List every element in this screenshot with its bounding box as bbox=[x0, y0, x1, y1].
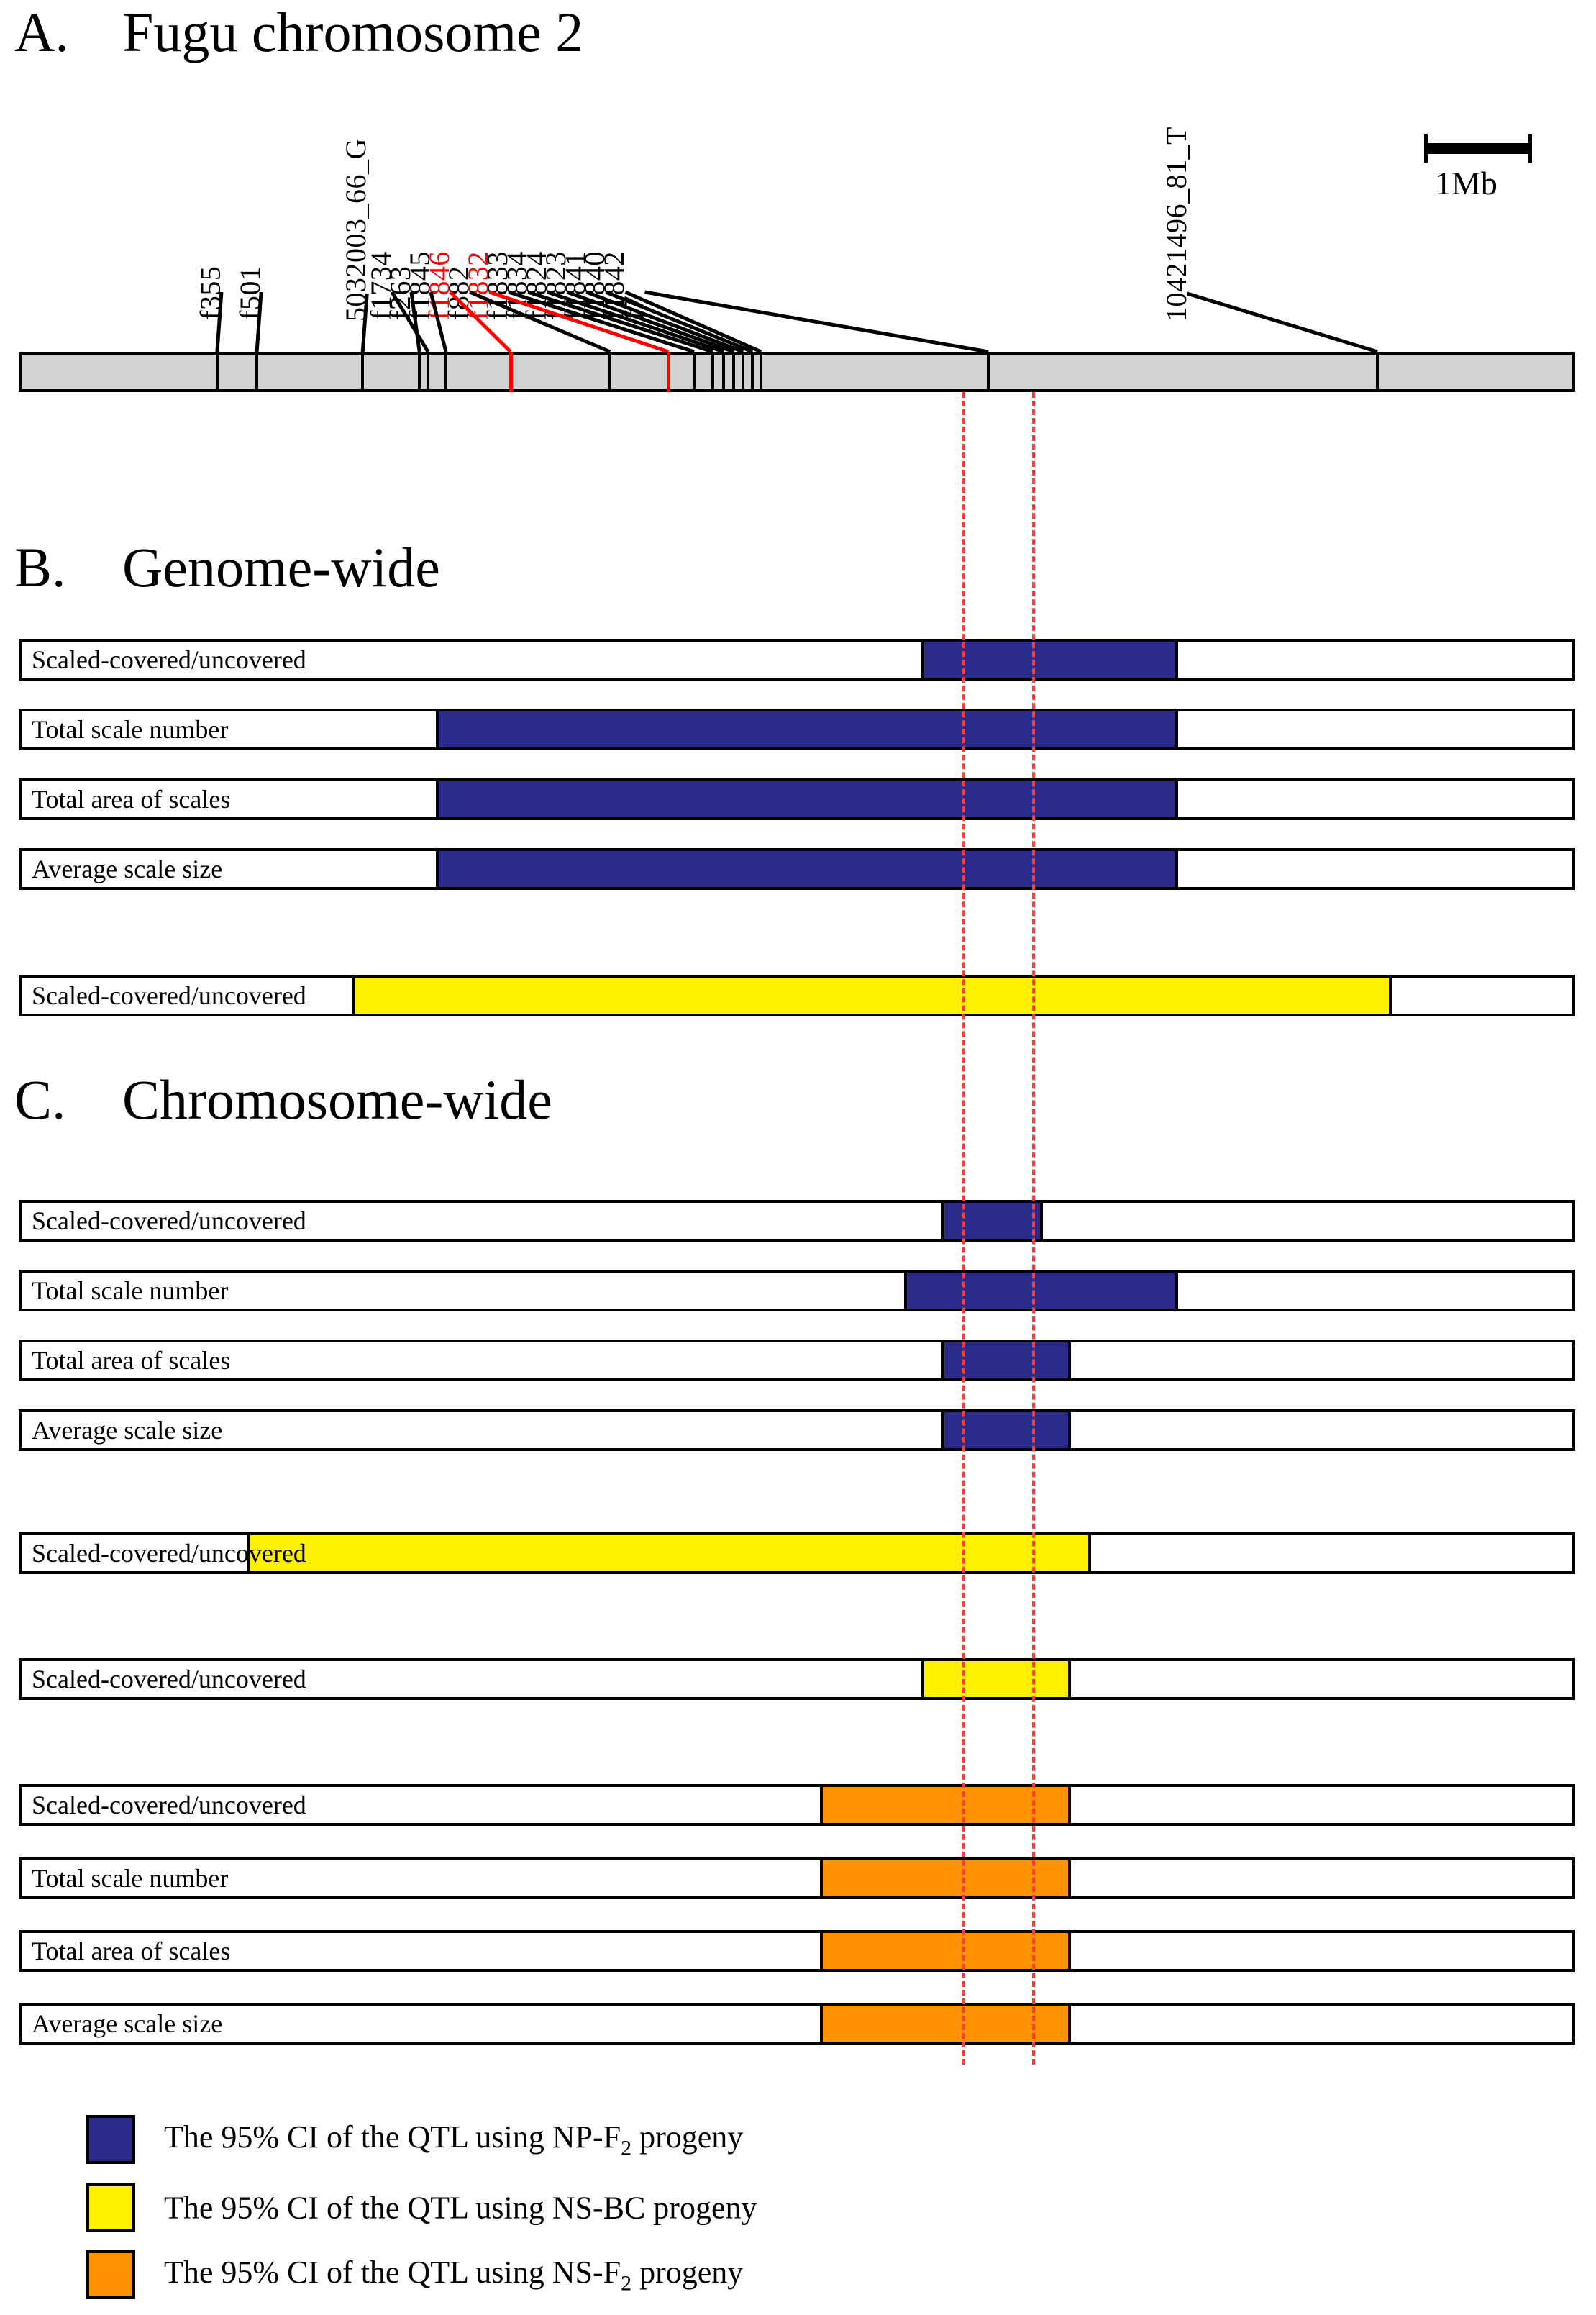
chromosome-tick bbox=[444, 352, 448, 392]
qtl-row-label: Total scale number bbox=[32, 715, 229, 744]
qtl-row-label: Total area of scales bbox=[32, 1346, 231, 1375]
panel-b-heading: B.Genome-wide bbox=[14, 540, 440, 596]
qtl-row: Total scale number bbox=[19, 1857, 1575, 1899]
panel-a-heading: A. Fugu chromosome 2 bbox=[14, 4, 583, 60]
chromosome-tick bbox=[760, 352, 763, 392]
qtl-row: Scaled-covered/uncovered bbox=[19, 1784, 1575, 1826]
qtl-row-label: Scaled-covered/uncovered bbox=[32, 645, 306, 674]
qtl-ci-bar-blue bbox=[921, 639, 1179, 681]
qtl-row: Scaled-covered/uncovered bbox=[19, 639, 1575, 681]
chromosome-tick bbox=[722, 352, 726, 392]
chromosome-tick bbox=[732, 352, 736, 392]
panel-a-title: Fugu chromosome 2 bbox=[122, 1, 584, 63]
qtl-row-label: Total scale number bbox=[32, 1864, 229, 1893]
scale-bar-icon bbox=[1424, 134, 1532, 163]
panel-c-heading: C.Chromosome-wide bbox=[14, 1072, 552, 1128]
legend-label: The 95% CI of the QTL using NS-BC progen… bbox=[164, 2190, 757, 2226]
qtl-ci-bar-blue bbox=[435, 709, 1179, 750]
qtl-row: Average scale size bbox=[19, 1409, 1575, 1451]
panel-c-title: Chromosome-wide bbox=[122, 1068, 552, 1131]
qtl-row-label: Scaled-covered/uncovered bbox=[32, 1791, 306, 1819]
chromosome-tick bbox=[742, 352, 745, 392]
qtl-row: Total scale number bbox=[19, 709, 1575, 750]
qtl-ci-bar-blue bbox=[904, 1270, 1179, 1311]
qtl-row: Scaled-covered/uncovered bbox=[19, 1658, 1575, 1700]
qtl-row-label: Average scale size bbox=[32, 855, 223, 883]
qtl-row: Total area of scales bbox=[19, 1340, 1575, 1381]
legend-swatch-yellow bbox=[86, 2183, 135, 2232]
chromosome-tick bbox=[509, 352, 513, 392]
chromosome-body bbox=[19, 352, 1575, 392]
qtl-row-label: Scaled-covered/uncovered bbox=[32, 1665, 306, 1693]
qtl-row-label: Average scale size bbox=[32, 1416, 223, 1445]
qtl-ci-bar-orange bbox=[820, 1930, 1071, 1972]
guide-line-right bbox=[1031, 392, 1035, 2065]
qtl-row: Total scale number bbox=[19, 1270, 1575, 1311]
marker-label-f7: f7 bbox=[617, 295, 650, 320]
legend-label: The 95% CI of the QTL using NS-F2 progen… bbox=[164, 2254, 744, 2296]
legend-label: The 95% CI of the QTL using NP-F2 progen… bbox=[164, 2119, 744, 2160]
guide-line-left bbox=[962, 392, 965, 2065]
qtl-ci-bar-orange bbox=[820, 2003, 1071, 2045]
chromosome-ideogram bbox=[19, 352, 1575, 392]
qtl-ci-bar-blue bbox=[435, 848, 1179, 890]
chromosome-tick bbox=[1376, 352, 1380, 392]
qtl-row: Average scale size bbox=[19, 2003, 1575, 2045]
qtl-row: Average scale size bbox=[19, 848, 1575, 890]
panel-a-letter: A. bbox=[14, 1, 69, 63]
chromosome-tick bbox=[427, 352, 430, 392]
qtl-row-label: Scaled-covered/uncovered bbox=[32, 981, 306, 1010]
qtl-row-label: Scaled-covered/uncovered bbox=[32, 1206, 306, 1235]
qtl-row: Scaled-covered/uncovered bbox=[19, 1200, 1575, 1242]
scale-bar-label: 1Mb bbox=[1435, 165, 1497, 201]
legend-swatch-blue bbox=[86, 2115, 135, 2164]
qtl-ci-bar-blue bbox=[941, 1409, 1071, 1451]
qtl-ci-bar-blue bbox=[941, 1200, 1043, 1242]
chromosome-tick bbox=[667, 352, 671, 392]
qtl-row: Scaled-covered/uncovered bbox=[19, 1532, 1575, 1574]
chromosome-tick bbox=[255, 352, 259, 392]
chromosome-tick bbox=[418, 352, 421, 392]
chromosome-tick bbox=[361, 352, 365, 392]
qtl-row: Total area of scales bbox=[19, 778, 1575, 820]
qtl-row-label: Total area of scales bbox=[32, 1937, 231, 1965]
panel-b-title: Genome-wide bbox=[122, 536, 440, 599]
qtl-ci-bar-yellow bbox=[247, 1532, 1091, 1574]
chromosome-tick bbox=[987, 352, 990, 392]
chromosome-tick bbox=[751, 352, 754, 392]
panel-c-letter: C. bbox=[14, 1068, 66, 1131]
qtl-row-label: Total scale number bbox=[32, 1276, 229, 1305]
qtl-ci-bar-yellow bbox=[921, 1658, 1071, 1700]
chromosome-tick bbox=[215, 352, 219, 392]
qtl-ci-bar-blue bbox=[941, 1340, 1071, 1381]
qtl-row-label: Total area of scales bbox=[32, 785, 231, 814]
qtl-ci-bar-yellow bbox=[352, 975, 1392, 1016]
marker-label-10421496_81_T: 10421496_81_T bbox=[1159, 127, 1193, 322]
chromosome-tick bbox=[693, 352, 696, 392]
qtl-row-label: Average scale size bbox=[32, 2009, 223, 2038]
qtl-row: Total area of scales bbox=[19, 1930, 1575, 1972]
qtl-row: Scaled-covered/uncovered bbox=[19, 975, 1575, 1016]
marker-label-f355: f355 bbox=[193, 265, 227, 320]
qtl-ci-bar-orange bbox=[820, 1784, 1071, 1826]
chromosome-tick bbox=[608, 352, 612, 392]
panel-b-letter: B. bbox=[14, 536, 66, 599]
qtl-ci-bar-orange bbox=[820, 1857, 1071, 1899]
legend-swatch-orange bbox=[86, 2250, 135, 2299]
chromosome-tick bbox=[711, 352, 715, 392]
qtl-ci-bar-blue bbox=[435, 778, 1179, 820]
marker-label-f501: f501 bbox=[234, 265, 267, 320]
qtl-row-label: Scaled-covered/uncovered bbox=[32, 1539, 306, 1568]
